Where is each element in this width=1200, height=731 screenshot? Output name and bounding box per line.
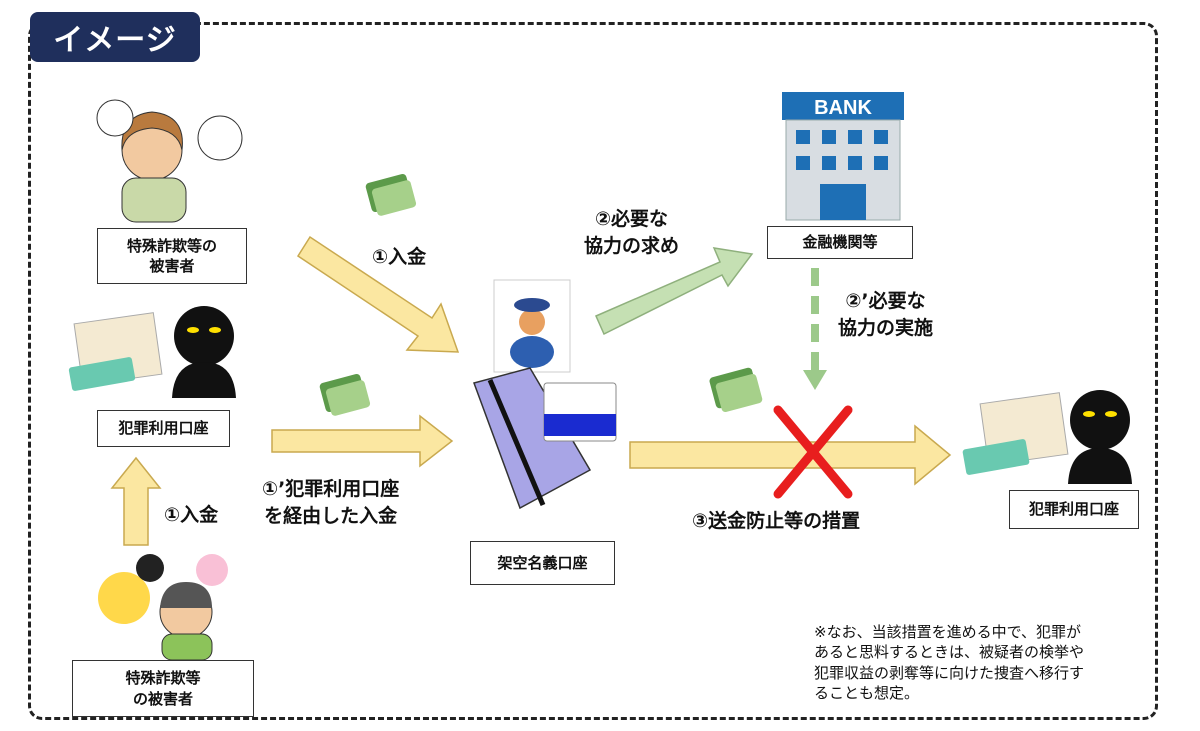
victim-bottom-box: 特殊詐欺等 の被害者 [72,660,254,717]
footnote: ※なお、当該措置を進める中で、犯罪が あると思料するときは、被疑者の検挙や 犯罪… [814,623,1085,702]
svg-text:BANK: BANK [814,97,872,119]
police-officer-icon [493,279,571,373]
arrow-deposit-diagonal [296,235,460,353]
cross-icon [773,405,853,499]
financial-institution-box: 金融機関等 [767,226,913,259]
title-tab: イメージ [30,12,200,62]
victim-man-icon [98,554,228,661]
victim-top-box: 特殊詐欺等の 被害者 [97,228,247,284]
label-prevention: ③送金防止等の措置 [692,510,861,532]
arrow-deposit-up [110,456,162,546]
arrow-transfer-blocked [629,424,952,486]
fictitious-account-box: 架空名義口座 [470,541,615,585]
arrow-request [595,247,754,336]
criminal-account-left-box: 犯罪利用口座 [97,410,230,447]
money-icon [709,367,763,413]
money-icon [365,173,417,216]
label-via-deposit: ①’犯罪利用口座 を経由した入金 [262,478,400,527]
criminal-icon [68,306,236,398]
criminal-icon [962,390,1132,484]
label-request: ②必要な 協力の求め [584,208,680,257]
victim-woman-icon [96,99,243,223]
bank-icon: BANK [782,92,904,221]
criminal-account-right-box: 犯罪利用口座 [1009,490,1139,529]
passbook-icon [473,367,617,510]
arrow-via-deposit [271,414,454,468]
dashed-frame [28,22,1158,720]
label-deposit-top: ①入金 [372,246,427,268]
label-implementation: ②’必要な 協力の実施 [838,290,934,339]
label-deposit-bottom: ①入金 [164,504,219,526]
money-icon [319,373,371,416]
